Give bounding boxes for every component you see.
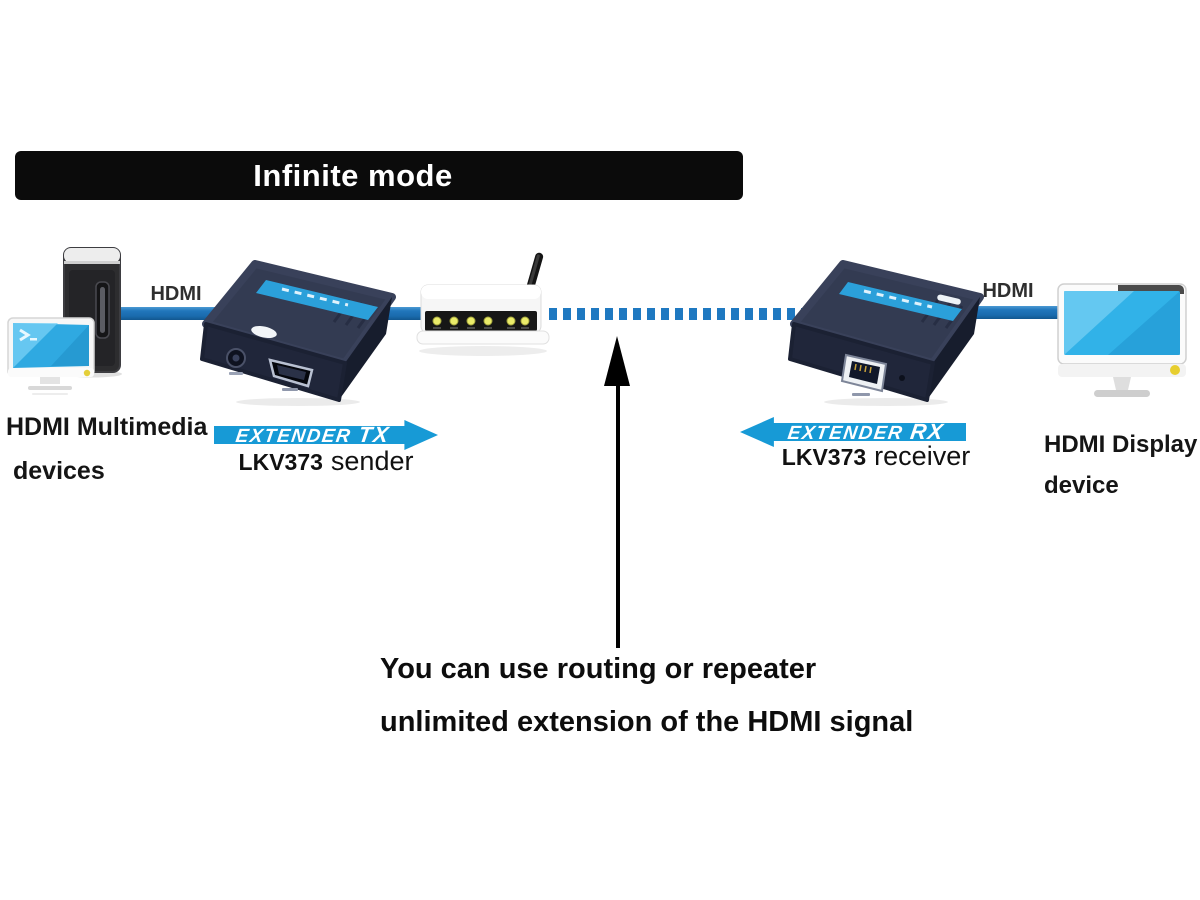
- source-monitor-icon: [6, 316, 100, 398]
- display-device-label: HDMI Display device: [1044, 431, 1198, 499]
- hdmi-label-right: HDMI: [982, 280, 1034, 302]
- extender-rx-device: [786, 260, 988, 406]
- hdmi-cable-right: [948, 306, 1078, 319]
- note-text: You can use routing or repeater unlimite…: [380, 643, 913, 749]
- hdmi-label-left: HDMI: [150, 283, 202, 305]
- wifi-router-icon: [413, 247, 555, 365]
- up-arrow-stem: [616, 382, 620, 648]
- network-dashed-link: [549, 308, 811, 320]
- display-monitor-icon: [1056, 282, 1190, 398]
- banner-title: Infinite mode: [253, 157, 453, 193]
- note-line-2: unlimited extension of the HDMI signal: [380, 706, 914, 738]
- extender-tx-device: [198, 260, 400, 406]
- source-devices-label: HDMI Multimedia devices: [6, 413, 208, 485]
- infinite-mode-banner: Infinite mode: [15, 151, 743, 200]
- note-line-1: You can use routing or repeater: [380, 653, 817, 685]
- up-arrow-icon: [604, 336, 630, 386]
